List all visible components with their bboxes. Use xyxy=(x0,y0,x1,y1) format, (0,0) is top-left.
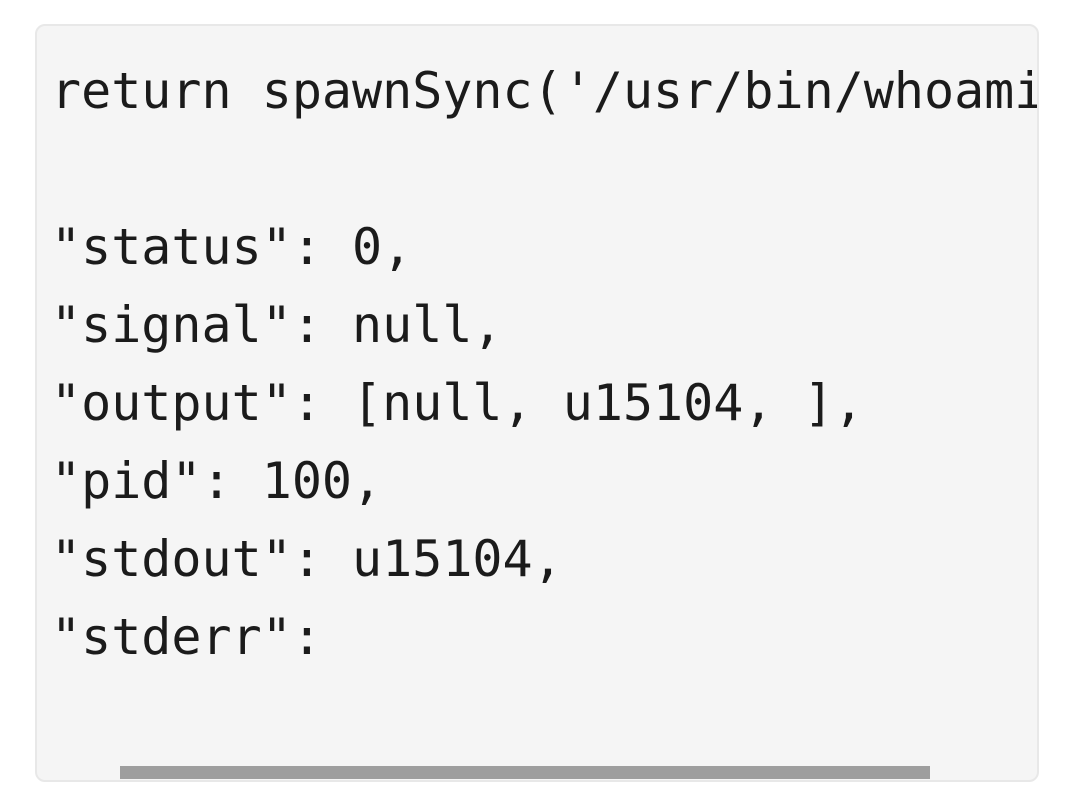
code-block[interactable]: return spawnSync('/usr/bin/whoami "statu… xyxy=(35,24,1039,782)
code-content: return spawnSync('/usr/bin/whoami "statu… xyxy=(51,62,1037,666)
horizontal-scrollbar-thumb[interactable] xyxy=(120,766,930,779)
